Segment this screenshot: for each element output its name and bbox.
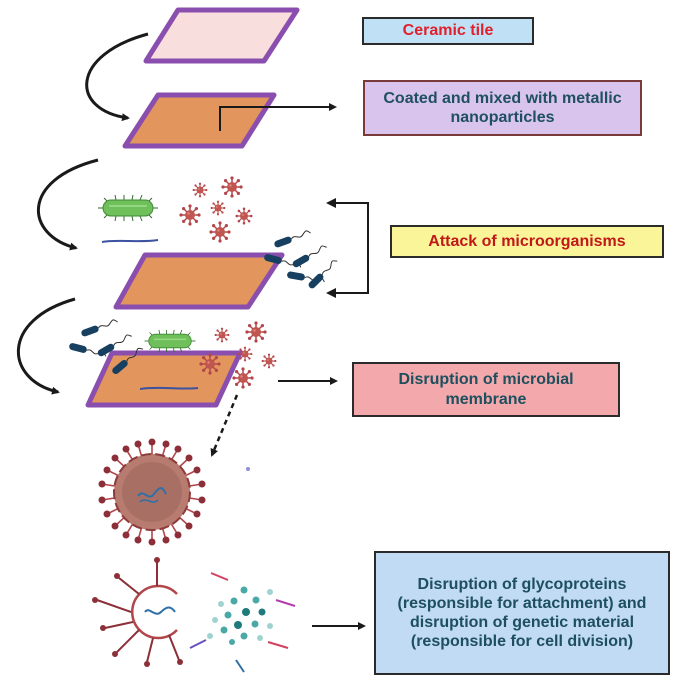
fragment-dot (246, 467, 250, 471)
virus-icon (237, 346, 253, 362)
virus-icon (192, 182, 208, 198)
virus-icon (178, 203, 202, 227)
rod-bacterium-icon (272, 228, 312, 249)
attack-label: Attack of microorganisms (390, 225, 664, 258)
virus-icon (244, 320, 268, 344)
disruption-glyco-label: Disruption of glycoproteins (responsible… (374, 551, 670, 675)
curved-arrow-2 (37, 158, 99, 251)
virus-icon (261, 353, 277, 369)
virus-icon (220, 175, 244, 199)
elbow-arrow-coated (219, 103, 337, 131)
disruption-membrane-text: Disruption of microbial membrane (398, 371, 574, 408)
virus-icon (210, 200, 226, 216)
dna-strand-icon (101, 239, 159, 243)
ceramic-tile-plain (143, 7, 300, 64)
genetic-material-dots (207, 586, 273, 645)
coated-label: Coated and mixed with metallic nanoparti… (363, 80, 642, 136)
curved-arrow-1 (85, 32, 149, 122)
broken-virus-icon (92, 557, 183, 667)
bacterium-icon (97, 194, 159, 222)
rod-bacterium-icon (306, 257, 340, 291)
ceramic-tile-text: Ceramic tile (402, 22, 494, 40)
disruption-membrane-label: Disruption of microbial membrane (352, 362, 620, 417)
damaged-virus-icon (98, 438, 206, 546)
bracket-arrow-attack (330, 202, 369, 294)
rod-bacterium-icon (79, 317, 119, 338)
dashed-arrow-down (210, 394, 239, 457)
virus-icon (231, 366, 255, 390)
virus-icon (198, 352, 222, 376)
dna-strand-icon (139, 386, 199, 390)
bracket-arrowhead-bottom (326, 288, 336, 298)
virus-icon (208, 220, 232, 244)
ceramic-tile-label: Ceramic tile (362, 17, 534, 45)
bacterium-icon (143, 329, 197, 353)
ceramic-tile-contact (85, 350, 243, 408)
disruption-glyco-text: Disruption of glycoproteins (responsible… (397, 575, 647, 651)
virus-icon (234, 206, 254, 226)
coated-text: Coated and mixed with metallic nanoparti… (383, 89, 622, 126)
bracket-arrowhead-top (326, 198, 336, 208)
ceramic-tile-coated (122, 92, 277, 149)
glycoprotein-fragment-icon (189, 572, 296, 673)
virus-icon (214, 327, 230, 343)
ceramic-tile-under-attack (113, 252, 285, 310)
attack-text: Attack of microorganisms (428, 232, 626, 250)
curved-arrow-3 (17, 297, 76, 395)
rod-bacterium-icon (290, 242, 329, 270)
